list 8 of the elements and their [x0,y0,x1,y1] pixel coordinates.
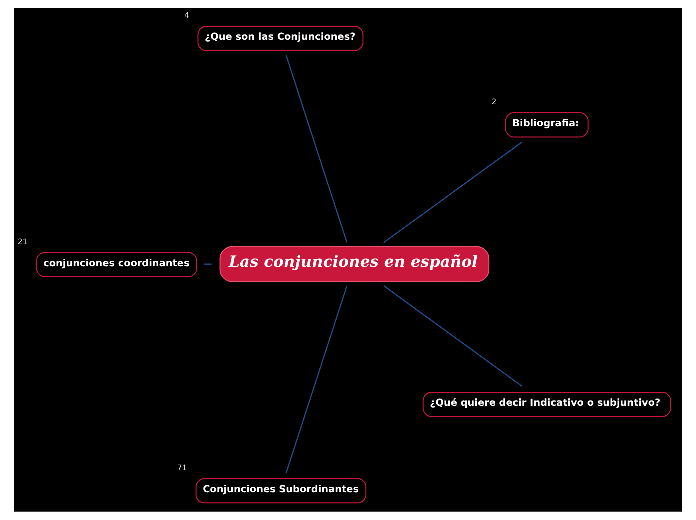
connector [286,286,348,474]
node-label: 4 [184,11,190,20]
connector [286,56,348,243]
node-label: 21 [18,237,28,246]
node-label: 2 [492,98,497,107]
connector [384,142,523,244]
node-label: 71 [177,464,188,473]
connector [384,285,523,388]
